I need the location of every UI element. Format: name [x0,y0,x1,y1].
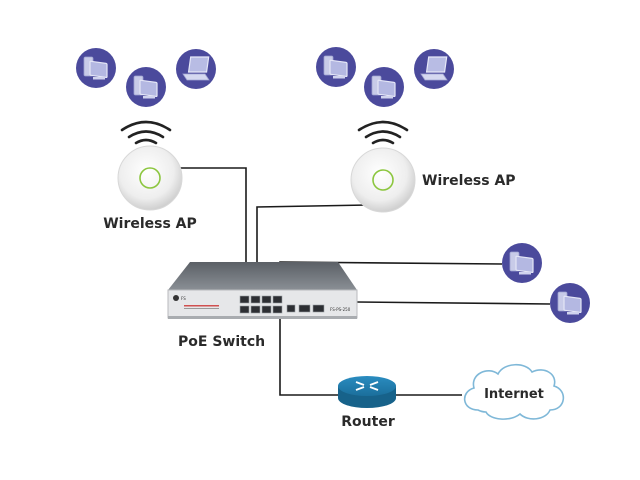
desktop-pc-icon [125,66,167,108]
switch-model-label: FS-PS-250 [330,307,351,312]
cloud-icon [463,363,565,420]
brand-logo-icon [173,295,179,301]
wired-clients [501,242,591,324]
wireless-ap-left: Wireless AP [103,145,197,232]
poe-switch: FS FS-PS-250 PoE Switch [167,262,358,350]
wireless-ap-right: Wireless AP [350,147,516,213]
wire-switch-to-router [279,312,338,396]
wire-ap-left-to-switch [178,167,247,302]
label-internet: Internet [484,387,544,402]
switch-front-panel [167,289,358,319]
laptop-icon [175,48,217,90]
ap-led-ring [372,169,394,191]
label-wireless-ap-right: Wireless AP [422,173,516,189]
desktop-pc-icon [315,46,357,88]
internet-cloud: Internet [463,363,565,420]
access-point-icon [117,145,183,211]
label-wireless-ap-left: Wireless AP [103,216,197,232]
wifi-signal-icon [120,120,172,145]
wire-switch-to-pc-2 [356,301,551,305]
switch-top-surface [168,262,357,290]
desktop-pc-icon [75,47,117,89]
wifi-signal-icon [357,120,409,145]
desktop-pc-icon [549,282,591,324]
ap-led-ring [139,167,161,189]
laptop-icon [413,48,455,90]
label-router: Router [341,414,395,430]
router-icon [338,376,396,396]
desktop-pc-icon [501,242,543,284]
wireless-clients-left [75,47,217,108]
desktop-pc-icon [363,66,405,108]
wireless-clients-right [315,46,455,108]
router: Router [338,376,396,430]
label-poe-switch: PoE Switch [178,334,265,350]
brand-label: FS [181,296,186,301]
access-point-icon [350,147,416,213]
ethernet-ports [239,295,325,314]
